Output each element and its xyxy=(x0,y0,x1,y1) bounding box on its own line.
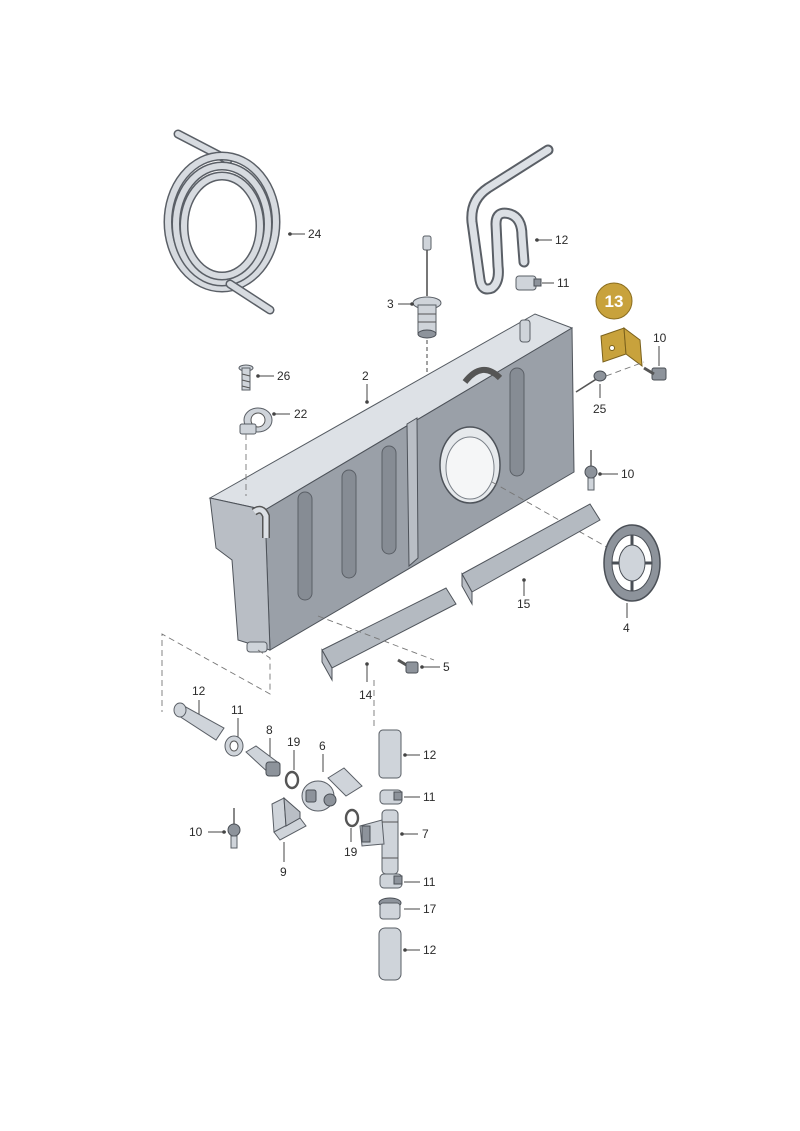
hose-clamp-part-11a[interactable] xyxy=(515,275,542,291)
callout-11d: 11 xyxy=(423,875,436,889)
rivet-part-10b[interactable] xyxy=(584,450,598,491)
dash-4 xyxy=(491,481,613,551)
callout-17: 17 xyxy=(423,902,437,916)
callout-10a: 10 xyxy=(653,331,667,345)
callout-13: 13 xyxy=(605,292,624,311)
dash-outlet xyxy=(161,633,271,712)
callout-19b: 19 xyxy=(344,845,358,859)
callout-15: 15 xyxy=(517,597,531,611)
callout-2: 2 xyxy=(362,369,369,383)
seal-ring-part-19a[interactable] xyxy=(284,770,300,790)
callout-22: 22 xyxy=(294,407,308,421)
bolt-part-5[interactable] xyxy=(397,658,419,674)
filler-ring-part-4[interactable] xyxy=(603,524,661,602)
hose-clamp-part-11b[interactable] xyxy=(224,735,244,757)
hose-part-12c[interactable] xyxy=(378,729,402,779)
grommet-part-17[interactable] xyxy=(378,897,402,920)
support-strip-part-14[interactable] xyxy=(321,587,457,682)
callout-10b: 10 xyxy=(621,467,635,481)
callout-7: 7 xyxy=(422,827,429,841)
callout-12b: 12 xyxy=(192,684,206,698)
callout-25: 25 xyxy=(593,402,607,416)
callout-3: 3 xyxy=(387,297,394,311)
callout-11b: 11 xyxy=(231,703,244,717)
highlight-badge-13[interactable]: 13 xyxy=(595,282,633,320)
tank-body-part-2[interactable] xyxy=(208,313,575,653)
callout-11a: 11 xyxy=(557,276,570,290)
seal-ring-part-19b[interactable] xyxy=(344,808,360,828)
hose-part-12d[interactable] xyxy=(378,927,402,981)
coiled-hose-part-24[interactable] xyxy=(163,129,281,315)
callout-10c: 10 xyxy=(189,825,203,839)
callout-8: 8 xyxy=(266,723,273,737)
bracket-part-9[interactable] xyxy=(271,796,307,841)
callout-24: 24 xyxy=(308,227,322,241)
hose-clamp-part-11d[interactable] xyxy=(379,873,403,889)
callout-9: 9 xyxy=(280,865,287,879)
callout-5: 5 xyxy=(443,660,450,674)
hose-clamp-part-11c[interactable] xyxy=(379,789,403,805)
callout-14: 14 xyxy=(359,688,373,702)
callout-12c: 12 xyxy=(423,748,437,762)
rivet-part-25[interactable] xyxy=(575,370,607,393)
hose-connector-part-8[interactable] xyxy=(245,745,281,777)
callout-11c: 11 xyxy=(423,790,436,804)
bent-pipe-part-12[interactable] xyxy=(466,144,554,295)
screw-part-26[interactable] xyxy=(238,364,254,391)
hose-part-12b[interactable] xyxy=(173,702,225,741)
mounting-bracket-part-13[interactable] xyxy=(600,326,643,368)
sender-unit-part-3[interactable] xyxy=(412,235,442,339)
clip-part-22[interactable] xyxy=(239,407,273,435)
support-strip-part-15[interactable] xyxy=(461,503,601,606)
callout-19a: 19 xyxy=(287,735,301,749)
bolt-part-10a[interactable] xyxy=(643,366,667,381)
callout-12d: 12 xyxy=(423,943,437,957)
tee-piece-part-7[interactable] xyxy=(359,809,399,875)
dash-10a xyxy=(605,361,645,377)
rivet-part-10c[interactable] xyxy=(227,808,241,849)
valve-part-6[interactable] xyxy=(301,767,363,812)
callout-6: 6 xyxy=(319,739,326,753)
dash-14 xyxy=(317,615,435,661)
callout-26: 26 xyxy=(277,369,291,383)
callout-4: 4 xyxy=(623,621,630,635)
callout-12a: 12 xyxy=(555,233,569,247)
